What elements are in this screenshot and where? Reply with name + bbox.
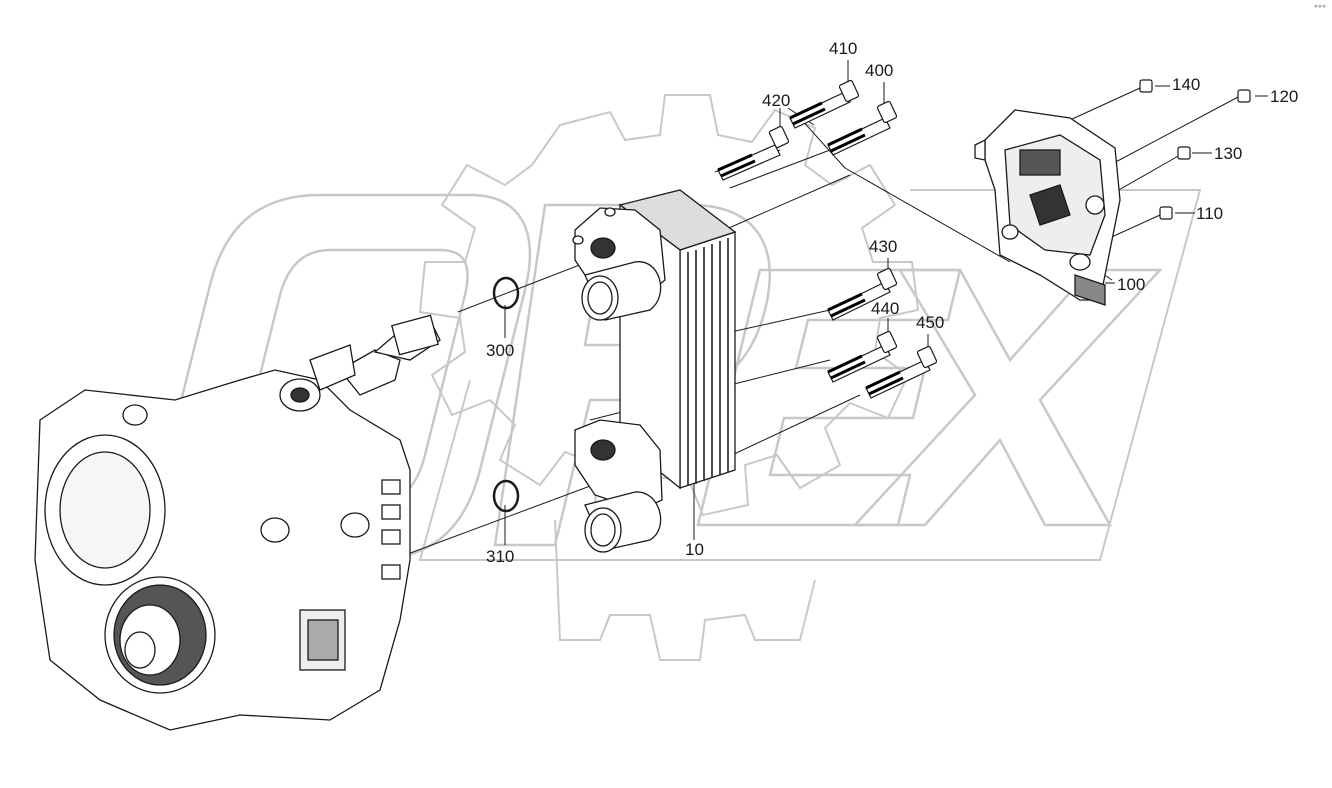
callout-140: 140 [1172, 75, 1200, 94]
oil-cooler [572, 189, 737, 553]
bolt-410 [789, 79, 860, 129]
bolt-420 [717, 125, 790, 181]
callout-110: 110 [1196, 204, 1223, 223]
callout-130: 130 [1214, 144, 1242, 163]
housing-cover [974, 109, 1121, 306]
callout-120: 120 [1270, 87, 1298, 106]
bolt-430 [827, 267, 898, 321]
callout-100: 100 [1117, 275, 1145, 294]
callout-labels: 10 100 110 120 130 140 300 310 400 410 4… [486, 39, 1298, 566]
o-ring-310 [492, 479, 520, 513]
callout-400: 400 [865, 61, 893, 80]
callout-440: 440 [871, 299, 899, 318]
callout-420: 420 [762, 91, 790, 110]
bolt-440 [827, 330, 898, 383]
bolt-450 [865, 345, 938, 399]
callout-300: 300 [486, 341, 514, 360]
callout-430: 430 [869, 237, 897, 256]
callout-10: 10 [685, 540, 704, 559]
transmission-housing [34, 314, 441, 731]
callout-450: 450 [916, 313, 944, 332]
corner-mark: °°° [1314, 4, 1326, 13]
callout-310: 310 [486, 547, 514, 566]
bolt-400 [827, 100, 898, 156]
small-bolts [1139, 79, 1251, 220]
o-ring-300 [492, 276, 520, 310]
callout-410: 410 [829, 39, 857, 58]
